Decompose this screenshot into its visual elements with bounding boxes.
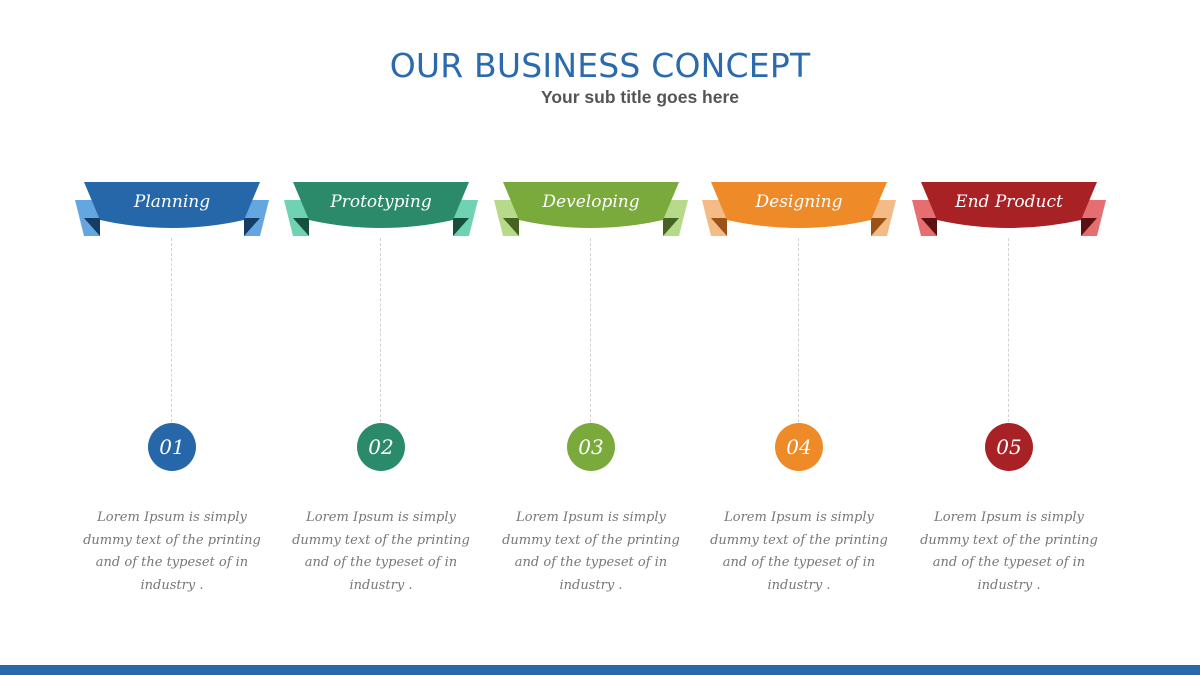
step-description: Lorem Ipsum is simply dummy text of the … — [292, 510, 470, 593]
step-description: Lorem Ipsum is simply dummy text of the … — [502, 510, 680, 593]
step-planning: Planning 01 Lorem Ipsum is simply dummy … — [72, 0, 272, 675]
connector-line — [171, 238, 172, 422]
step-number-badge: 01 — [148, 423, 196, 471]
step-end-product: End Product 05 Lorem Ipsum is simply dum… — [909, 0, 1109, 675]
connector-line — [798, 238, 799, 422]
ribbon-label: Developing — [542, 192, 640, 212]
ribbon-label: Planning — [133, 192, 211, 212]
ribbon-label: End Product — [955, 192, 1063, 212]
connector-line — [380, 238, 381, 422]
ribbon-label: Designing — [755, 192, 843, 212]
step-prototyping: Prototyping 02 Lorem Ipsum is simply dum… — [281, 0, 481, 675]
step-number-badge: 05 — [985, 423, 1033, 471]
step-description: Lorem Ipsum is simply dummy text of the … — [83, 510, 261, 593]
slide-title: OUR BUSINESS CONCEPT — [389, 46, 811, 85]
step-number-badge: 02 — [357, 423, 405, 471]
step-description: Lorem Ipsum is simply dummy text of the … — [920, 510, 1098, 593]
ribbon-banner — [494, 182, 688, 236]
ribbon-label: Prototyping — [330, 192, 432, 212]
bottom-accent-bar — [0, 665, 1200, 675]
ribbon-banner — [284, 182, 478, 236]
connector-line — [590, 238, 591, 422]
ribbon-banner — [702, 182, 896, 236]
step-developing: Developing 03 Lorem Ipsum is simply dumm… — [491, 0, 691, 675]
slide-subtitle: Your sub title goes here — [540, 87, 740, 107]
connector-line — [1008, 238, 1009, 422]
ribbon-banner — [912, 182, 1106, 236]
step-designing: Designing 04 Lorem Ipsum is simply dummy… — [699, 0, 899, 675]
step-number-badge: 04 — [775, 423, 823, 471]
ribbon-banner — [75, 182, 269, 236]
step-description: Lorem Ipsum is simply dummy text of the … — [710, 510, 888, 593]
step-number-badge: 03 — [567, 423, 615, 471]
